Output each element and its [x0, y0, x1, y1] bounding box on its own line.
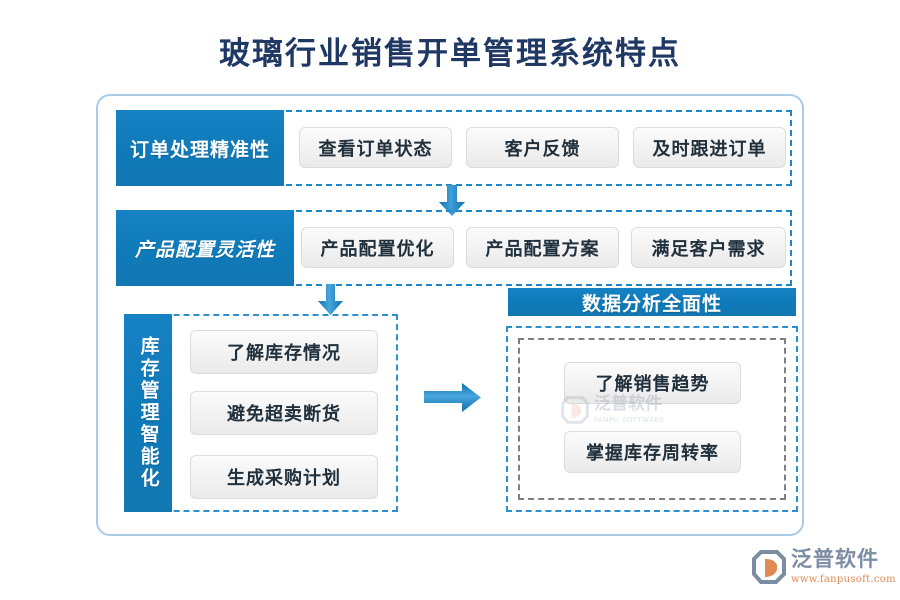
brand-logo-url: www.fanpusoft.com — [791, 574, 896, 585]
diagram-outer-frame — [96, 94, 804, 536]
row-1-item-1[interactable]: 查看订单状态 — [299, 127, 452, 168]
arrow-down-row2-to-inventory — [318, 284, 343, 315]
analytics-dashed-wrapper-outer — [506, 326, 798, 512]
analytics-label[interactable]: 数据分析全面性 — [508, 288, 796, 316]
row-2-item-2[interactable]: 产品配置方案 — [466, 227, 619, 268]
inventory-item-3[interactable]: 生成采购计划 — [190, 455, 378, 499]
inventory-label[interactable]: 库存管理智能化 — [124, 314, 172, 512]
row-1-label[interactable]: 订单处理精准性 — [116, 110, 284, 186]
analytics-item-1[interactable]: 了解销售趋势 — [564, 362, 741, 404]
inventory-item-2[interactable]: 避免超卖断货 — [190, 391, 378, 435]
row-2-item-1[interactable]: 产品配置优化 — [301, 227, 454, 268]
arrow-right-inventory-to-analytics — [424, 383, 481, 412]
row-1-item-2[interactable]: 客户反馈 — [466, 127, 619, 168]
page-title: 玻璃行业销售开单管理系统特点 — [219, 36, 681, 72]
brand-logo-name: 泛普软件 — [791, 547, 879, 571]
row-2-label[interactable]: 产品配置灵活性 — [116, 210, 294, 286]
brand-logo-icon — [752, 550, 786, 584]
inventory-label-text: 库存管理智能化 — [137, 336, 160, 490]
arrow-down-row1-to-row2 — [439, 185, 465, 216]
analytics-dashed-wrapper-inner — [518, 338, 786, 500]
inventory-item-1[interactable]: 了解库存情况 — [190, 330, 378, 374]
row-2-item-3[interactable]: 满足客户需求 — [631, 227, 786, 268]
analytics-item-2[interactable]: 掌握库存周转率 — [564, 431, 741, 473]
row-1-item-3[interactable]: 及时跟进订单 — [633, 127, 786, 168]
brand-logo: 泛普软件 www.fanpusoft.com — [752, 543, 896, 591]
